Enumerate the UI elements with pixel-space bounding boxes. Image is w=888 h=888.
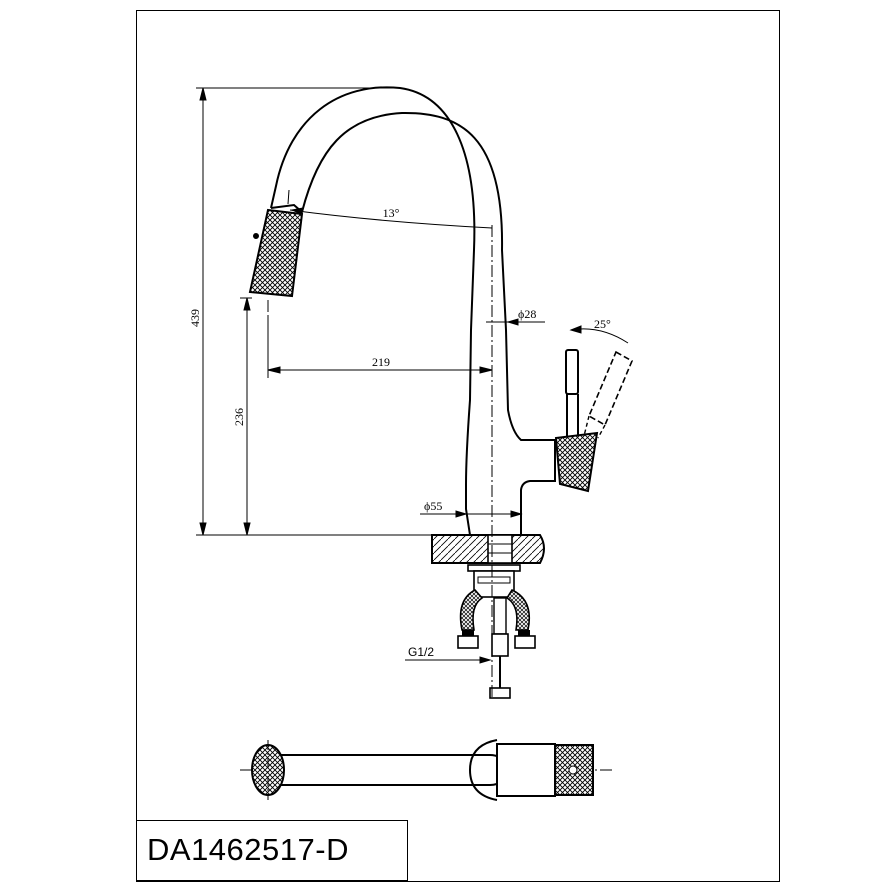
model-code-box: DA1462517-D [136,820,408,881]
dim-handle-angle: 25° [594,317,611,331]
dim-reach: 219 [372,355,390,369]
dim-base-diameter: ϕ55 [424,499,442,513]
model-code: DA1462517-D [147,832,349,867]
supply-hoses [457,588,536,699]
dim-hose-thread: G1/2 [408,645,434,659]
top-view [240,739,612,801]
spray-button [253,233,259,239]
counter-section [431,534,545,598]
dim-column-diameter: ϕ28 [518,307,536,321]
page-border [136,10,780,882]
center-lines [267,225,493,700]
spray-head [248,208,304,298]
dimension-lines [196,87,629,664]
dim-overall-height: 439 [188,309,202,327]
dim-spout-angle: 13° [383,206,400,220]
handle-lever [554,349,634,493]
faucet-body [270,86,556,536]
dim-spout-height: 236 [232,408,246,426]
